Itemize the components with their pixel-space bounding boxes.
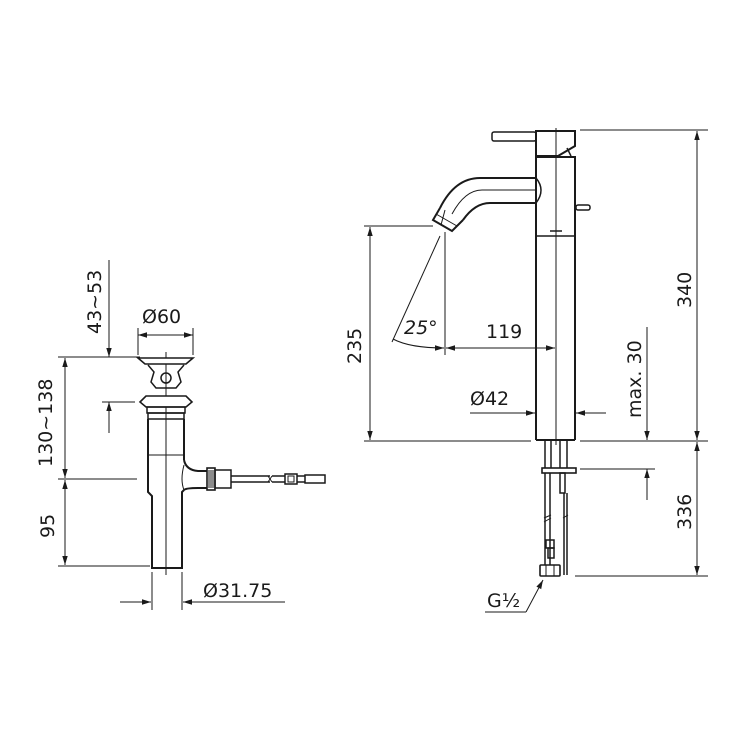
drain-total-height-label: 130~138 (35, 378, 57, 467)
max-deck-thickness-label: max. 30 (624, 340, 646, 418)
drain-flange-diameter-label: Ø60 (142, 306, 182, 328)
body-diameter-label: Ø42 (470, 388, 510, 410)
faucet-total-height-label: 340 (674, 271, 696, 308)
faucet-assembly (431, 128, 591, 577)
drain-assembly (135, 352, 326, 575)
spout-reach-label: 119 (486, 321, 523, 343)
faucet-dimensions (364, 129, 708, 613)
below-deck-length-label: 336 (674, 493, 696, 530)
drain-dimensions (58, 260, 285, 610)
connection-thread-label: G½ (487, 590, 521, 612)
stopper-knob (160, 372, 172, 384)
spray-angle-label: 25° (404, 317, 438, 339)
drain-adjust-range-label: 43~53 (84, 269, 106, 334)
drain-tail-diameter-label: Ø31.75 (203, 580, 273, 602)
drain-lower-height-label: 95 (37, 513, 59, 538)
lever-handle (491, 131, 537, 142)
spout-height-label: 235 (344, 327, 366, 364)
